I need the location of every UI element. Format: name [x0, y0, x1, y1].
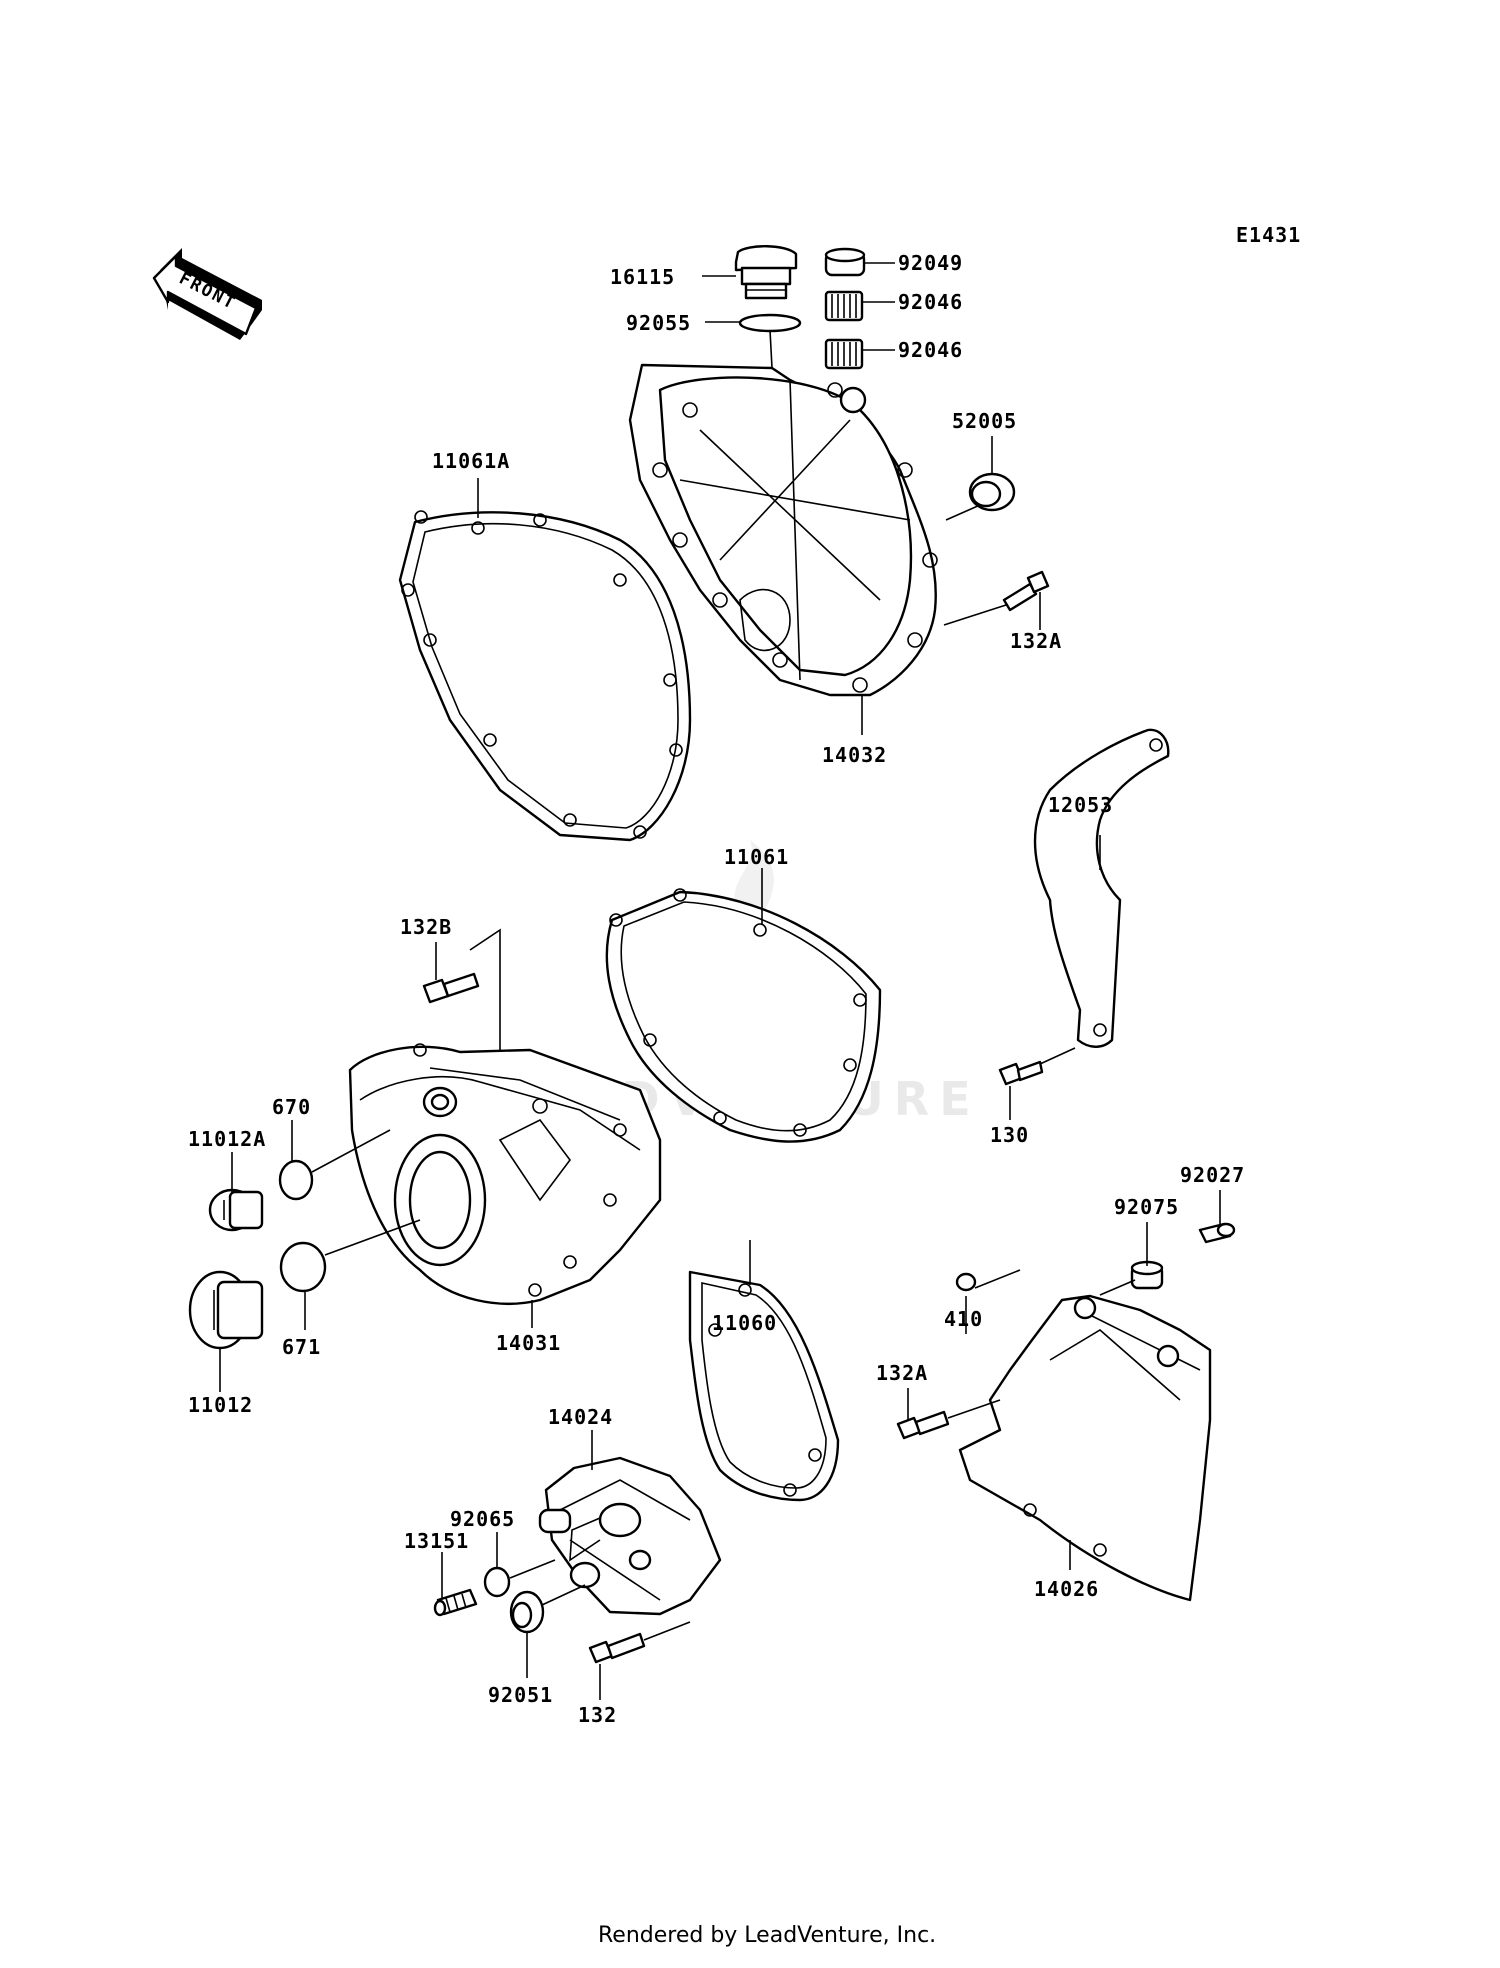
- label-13151: 13151: [404, 1529, 469, 1553]
- sprocket-cover-14026: [958, 1294, 1212, 1602]
- chain-guide-12053: [1033, 728, 1170, 1048]
- label-132b: 132B: [400, 915, 452, 939]
- label-14026: 14026: [1034, 1577, 1099, 1601]
- label-11012a: 11012A: [188, 1127, 266, 1151]
- label-132a-mid: 132A: [876, 1361, 928, 1385]
- label-11012: 11012: [188, 1393, 253, 1417]
- label-130: 130: [990, 1123, 1029, 1147]
- label-92027: 92027: [1180, 1163, 1245, 1187]
- label-132a-top: 132A: [1010, 629, 1062, 653]
- label-11060: 11060: [712, 1311, 777, 1335]
- label-92065: 92065: [450, 1507, 515, 1531]
- needle-bearing-92046-b: [824, 338, 864, 370]
- oil-seal-92049: [824, 247, 866, 277]
- label-92051: 92051: [488, 1683, 553, 1707]
- label-671: 671: [282, 1335, 321, 1359]
- oil-seal-92051: [509, 1590, 545, 1634]
- needle-bearing-92046-a: [824, 290, 864, 322]
- label-12053: 12053: [1048, 793, 1113, 817]
- label-410: 410: [944, 1307, 983, 1331]
- bolt-132: [588, 1632, 646, 1664]
- collar-92075: [1130, 1260, 1164, 1290]
- pin-92027: [1198, 1222, 1236, 1244]
- bolt-132b: [422, 972, 480, 1004]
- diagram-code: E1431: [1236, 223, 1301, 247]
- label-14024: 14024: [548, 1405, 613, 1429]
- label-92055: 92055: [626, 311, 691, 335]
- fitting-13151: [433, 1588, 478, 1617]
- generator-cover-14031: [348, 1043, 662, 1305]
- clutch-cover-14032: [628, 363, 938, 697]
- label-52005: 52005: [952, 409, 1017, 433]
- label-92046-b: 92046: [898, 338, 963, 362]
- label-14032: 14032: [822, 743, 887, 767]
- label-92075: 92075: [1114, 1195, 1179, 1219]
- bolt-132a-top: [1002, 570, 1050, 612]
- gasket-11060: [688, 1270, 840, 1502]
- label-670: 670: [272, 1095, 311, 1119]
- label-11061a: 11061A: [432, 449, 510, 473]
- footer-credit: Rendered by LeadVenture, Inc.: [598, 1923, 936, 1948]
- gasket-11061a: [398, 510, 692, 842]
- label-132: 132: [578, 1703, 617, 1727]
- label-92046-a: 92046: [898, 290, 963, 314]
- label-92049: 92049: [898, 251, 963, 275]
- bolt-132a-mid: [896, 1410, 950, 1440]
- water-pump-14024: [538, 1456, 722, 1616]
- front-arrow-icon: FRONT: [152, 248, 262, 340]
- gasket-11061: [605, 888, 882, 1143]
- oil-seal-52005: [968, 472, 1016, 512]
- plug-11012a: [208, 1188, 264, 1232]
- label-16115: 16115: [610, 265, 675, 289]
- label-11061: 11061: [724, 845, 789, 869]
- plug-11012: [188, 1270, 264, 1350]
- bolt-130: [998, 1060, 1044, 1086]
- oil-filler-cap: [734, 245, 798, 300]
- label-14031: 14031: [496, 1331, 561, 1355]
